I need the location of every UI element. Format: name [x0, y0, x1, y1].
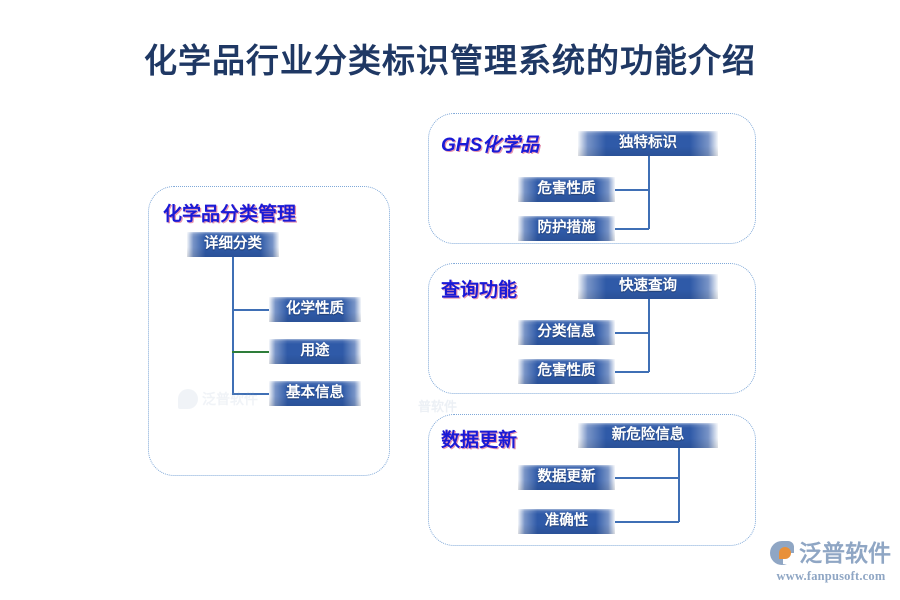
brand-logo: 泛普软件 www.fanpusoft.com: [770, 538, 892, 588]
connector-classification-spine: [232, 257, 234, 394]
connector-query-branch-1: [614, 332, 649, 334]
panel-query: [428, 263, 756, 394]
connector-update-spine: [678, 448, 680, 522]
panel-ghs: [428, 113, 756, 244]
node-query-root[interactable]: 快速查询: [578, 274, 718, 299]
connector-query-branch-2: [614, 371, 649, 373]
node-update-child-2[interactable]: 准确性: [518, 509, 615, 534]
connector-query-spine: [648, 299, 650, 372]
node-classification-root[interactable]: 详细分类: [187, 232, 279, 257]
watermark-middle: 普软件: [418, 399, 458, 414]
node-classification-child-2[interactable]: 用途: [269, 339, 361, 364]
connector-classification-branch-3: [232, 393, 271, 395]
panel-title-query: 查询功能: [441, 280, 518, 301]
node-classification-child-3[interactable]: 基本信息: [269, 381, 361, 406]
connector-update-branch-1: [612, 477, 679, 479]
node-update-child-1[interactable]: 数据更新: [518, 465, 615, 490]
node-update-root[interactable]: 新危险信息: [578, 423, 718, 448]
page-title: 化学品行业分类标识管理系统的功能介绍: [144, 44, 756, 80]
brand-url: www.fanpusoft.com: [776, 569, 886, 583]
connector-ghs-branch-1: [614, 189, 649, 191]
node-classification-child-1[interactable]: 化学性质: [269, 297, 361, 322]
node-ghs-child-1[interactable]: 危害性质: [518, 177, 615, 202]
panel-title-classification: 化学品分类管理: [163, 204, 297, 225]
brand-name: 泛普软件: [799, 540, 891, 566]
panel-title-update: 数据更新: [441, 430, 518, 451]
node-query-child-2[interactable]: 危害性质: [518, 359, 615, 384]
connector-ghs-spine: [648, 156, 650, 229]
node-query-child-1[interactable]: 分类信息: [518, 320, 615, 345]
panel-classification: [148, 186, 390, 476]
panel-title-ghs: GHS化学品: [441, 135, 540, 156]
connector-update-branch-2: [612, 521, 679, 523]
connector-classification-branch-1: [232, 309, 271, 311]
connector-ghs-branch-2: [614, 228, 649, 230]
panel-update: [428, 414, 756, 546]
connector-classification-branch-2: [232, 351, 271, 353]
brand-mark-icon: [770, 540, 796, 566]
node-ghs-child-2[interactable]: 防护措施: [518, 216, 615, 241]
node-ghs-root[interactable]: 独特标识: [578, 131, 718, 156]
